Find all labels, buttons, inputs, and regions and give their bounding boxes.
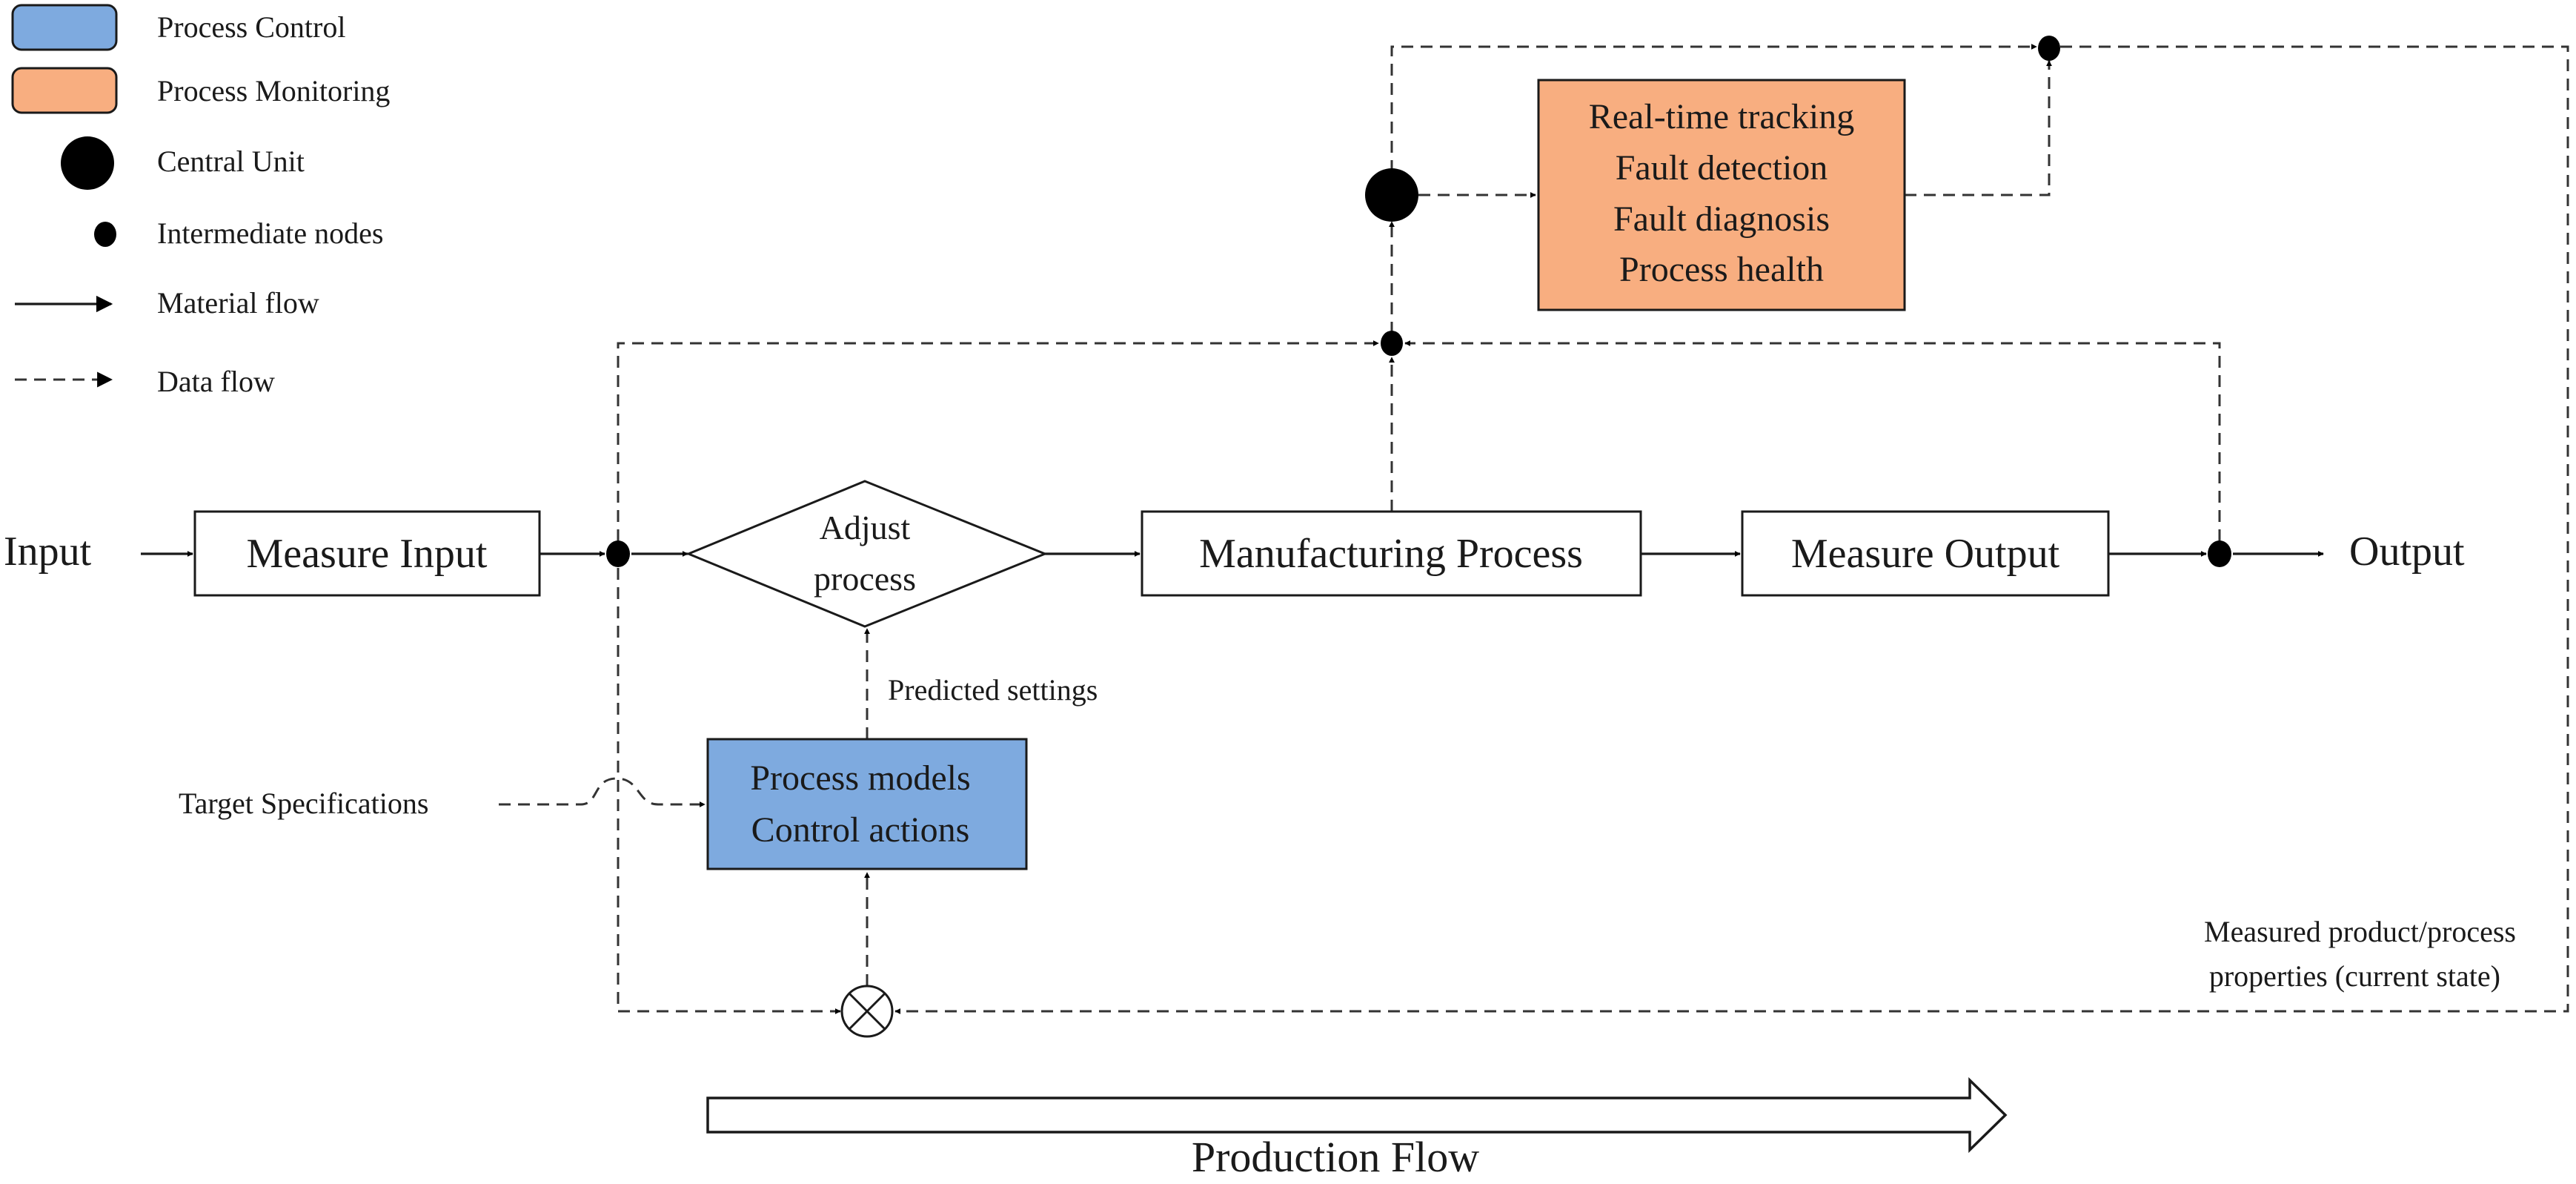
central-unit-node (1365, 168, 1418, 222)
measured-properties-label-line2: properties (current state) (2209, 959, 2500, 993)
data-merge-node-top (2038, 36, 2060, 61)
monitoring-item-process-health: Process health (1619, 250, 1824, 289)
legend-process-monitoring-swatch (11, 67, 118, 114)
predicted-settings-label: Predicted settings (888, 673, 1098, 707)
legend-central-unit-icon (61, 136, 114, 190)
control-item-process-models: Process models (750, 758, 970, 798)
legend-process-control-label: Process Control (157, 10, 345, 44)
process-monitoring-box (1537, 79, 1906, 311)
output-branch-node (2208, 540, 2231, 567)
target-specifications-label: Target Specifications (179, 787, 428, 820)
output-label: Output (2349, 529, 2465, 575)
monitoring-item-fault-diagnosis: Fault diagnosis (1613, 199, 1830, 239)
monitoring-item-fault-detection: Fault detection (1616, 148, 1828, 188)
process-control-box (706, 738, 1028, 870)
data-flow-lines (499, 44, 2569, 1014)
measure-input-box (193, 510, 541, 597)
data-merge-node-middle (1381, 331, 1403, 356)
legend-process-monitoring-label: Process Monitoring (157, 74, 390, 108)
legend-data-flow-label: Data flow (157, 365, 275, 398)
legend-intermediate-node-icon (94, 222, 116, 247)
control-item-control-actions: Control actions (751, 810, 970, 850)
adjust-process-label-line1: Adjust (820, 509, 911, 546)
measure-output-box (1741, 510, 2110, 597)
adjust-process-diamond (686, 480, 1049, 628)
measured-properties-label-line1: Measured product/process (2204, 915, 2516, 948)
measure-output-label: Measure Output (1791, 531, 2060, 577)
input-branch-node (606, 540, 630, 567)
legend: Process Control Process Monitoring Centr… (11, 4, 390, 398)
measure-input-label: Measure Input (246, 531, 487, 577)
monitoring-item-real-time-tracking: Real-time tracking (1589, 97, 1855, 136)
adjust-process-label-line2: process (814, 560, 916, 598)
comparator-node (840, 985, 894, 1038)
manufacturing-process-label: Manufacturing Process (1199, 531, 1583, 577)
legend-process-control-swatch (11, 4, 118, 51)
production-flow-arrow (706, 1076, 2008, 1154)
production-flow-label: Production Flow (1192, 1133, 1479, 1181)
legend-central-unit-label: Central Unit (157, 145, 305, 178)
manufacturing-process-box (1141, 510, 1642, 597)
legend-material-flow-label: Material flow (157, 286, 319, 320)
legend-intermediate-nodes-label: Intermediate nodes (157, 216, 383, 250)
input-label: Input (4, 529, 92, 575)
